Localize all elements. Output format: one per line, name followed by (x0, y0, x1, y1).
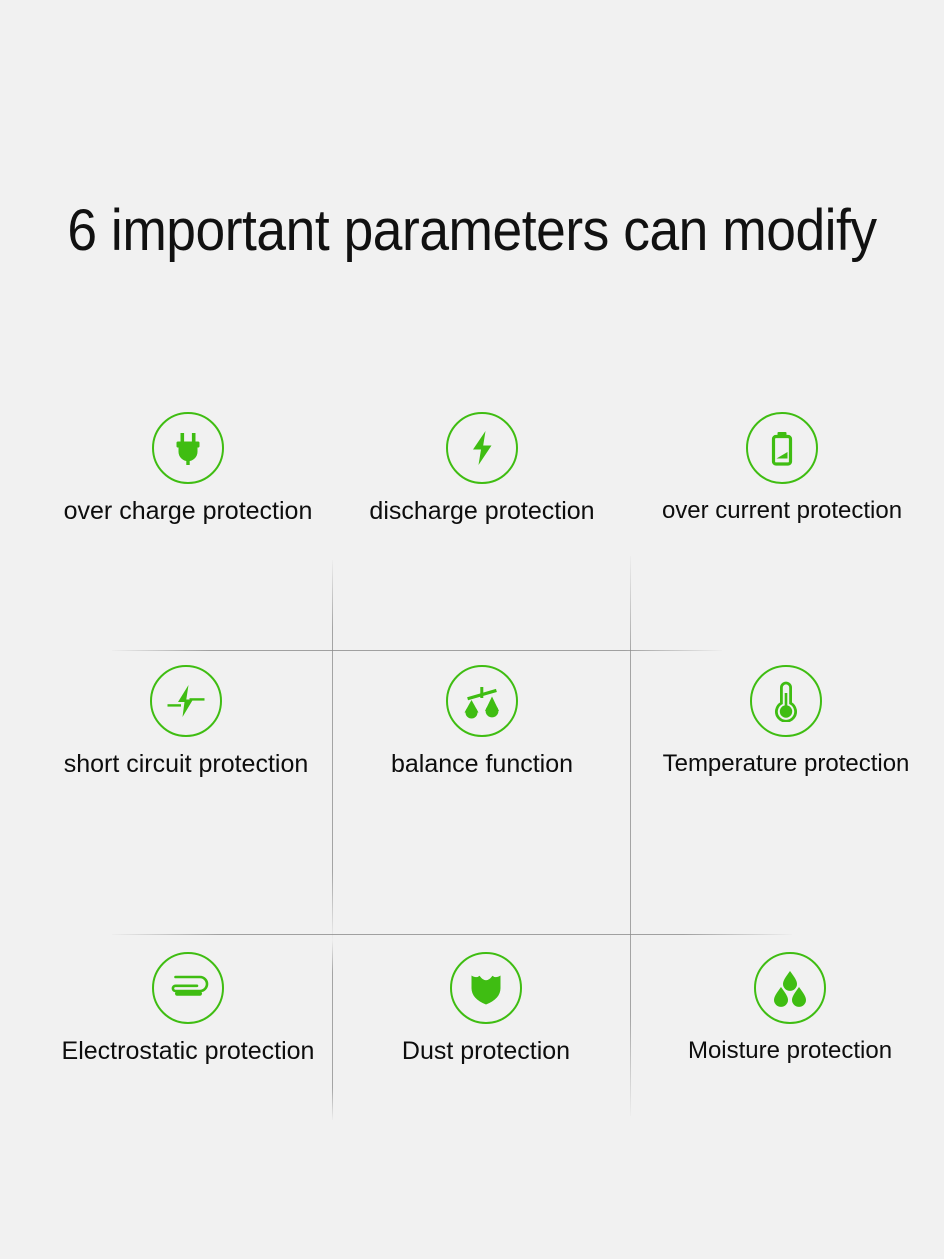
power-plug-icon (152, 412, 224, 484)
grid-divider-vertical (332, 940, 333, 1120)
water-droplets-icon (754, 952, 826, 1024)
thermometer-icon (750, 665, 822, 737)
feature-item-dust-protection: Dust protection (340, 952, 632, 1066)
battery-icon (746, 412, 818, 484)
feature-item-over-current-protection: over current protection (632, 412, 932, 524)
feature-label: over current protection (661, 497, 903, 524)
electrostatic-clip-icon (152, 952, 224, 1024)
feature-item-temperature-protection: Temperature protection (640, 665, 932, 777)
balance-scale-icon (446, 665, 518, 737)
shield-icon (450, 952, 522, 1024)
grid-divider-vertical (332, 560, 333, 940)
feature-label: Dust protection (401, 1037, 571, 1065)
feature-item-moisture-protection: Moisture protection (644, 952, 936, 1064)
feature-item-balance-function: balance function (336, 665, 628, 779)
grid-divider-vertical (630, 556, 631, 1116)
feature-label: short circuit protection (63, 750, 309, 778)
feature-label: discharge protection (369, 497, 595, 525)
grid-divider-horizontal (112, 650, 722, 651)
feature-label: Moisture protection (687, 1037, 893, 1064)
feature-label: Electrostatic protection (61, 1037, 315, 1065)
feature-label: Temperature protection (662, 750, 910, 777)
page-title: 6 important parameters can modify (67, 198, 877, 263)
feature-item-over-charge-protection: over charge protection (40, 412, 336, 526)
feature-label: balance function (390, 750, 574, 778)
feature-item-discharge-protection: discharge protection (336, 412, 628, 526)
lightning-bolt-icon (446, 412, 518, 484)
feature-item-electrostatic-protection: Electrostatic protection (40, 952, 336, 1066)
grid-divider-horizontal (112, 934, 792, 935)
short-circuit-bolt-icon (150, 665, 222, 737)
feature-item-short-circuit-protection: short circuit protection (36, 665, 336, 779)
feature-label: over charge protection (63, 497, 313, 525)
